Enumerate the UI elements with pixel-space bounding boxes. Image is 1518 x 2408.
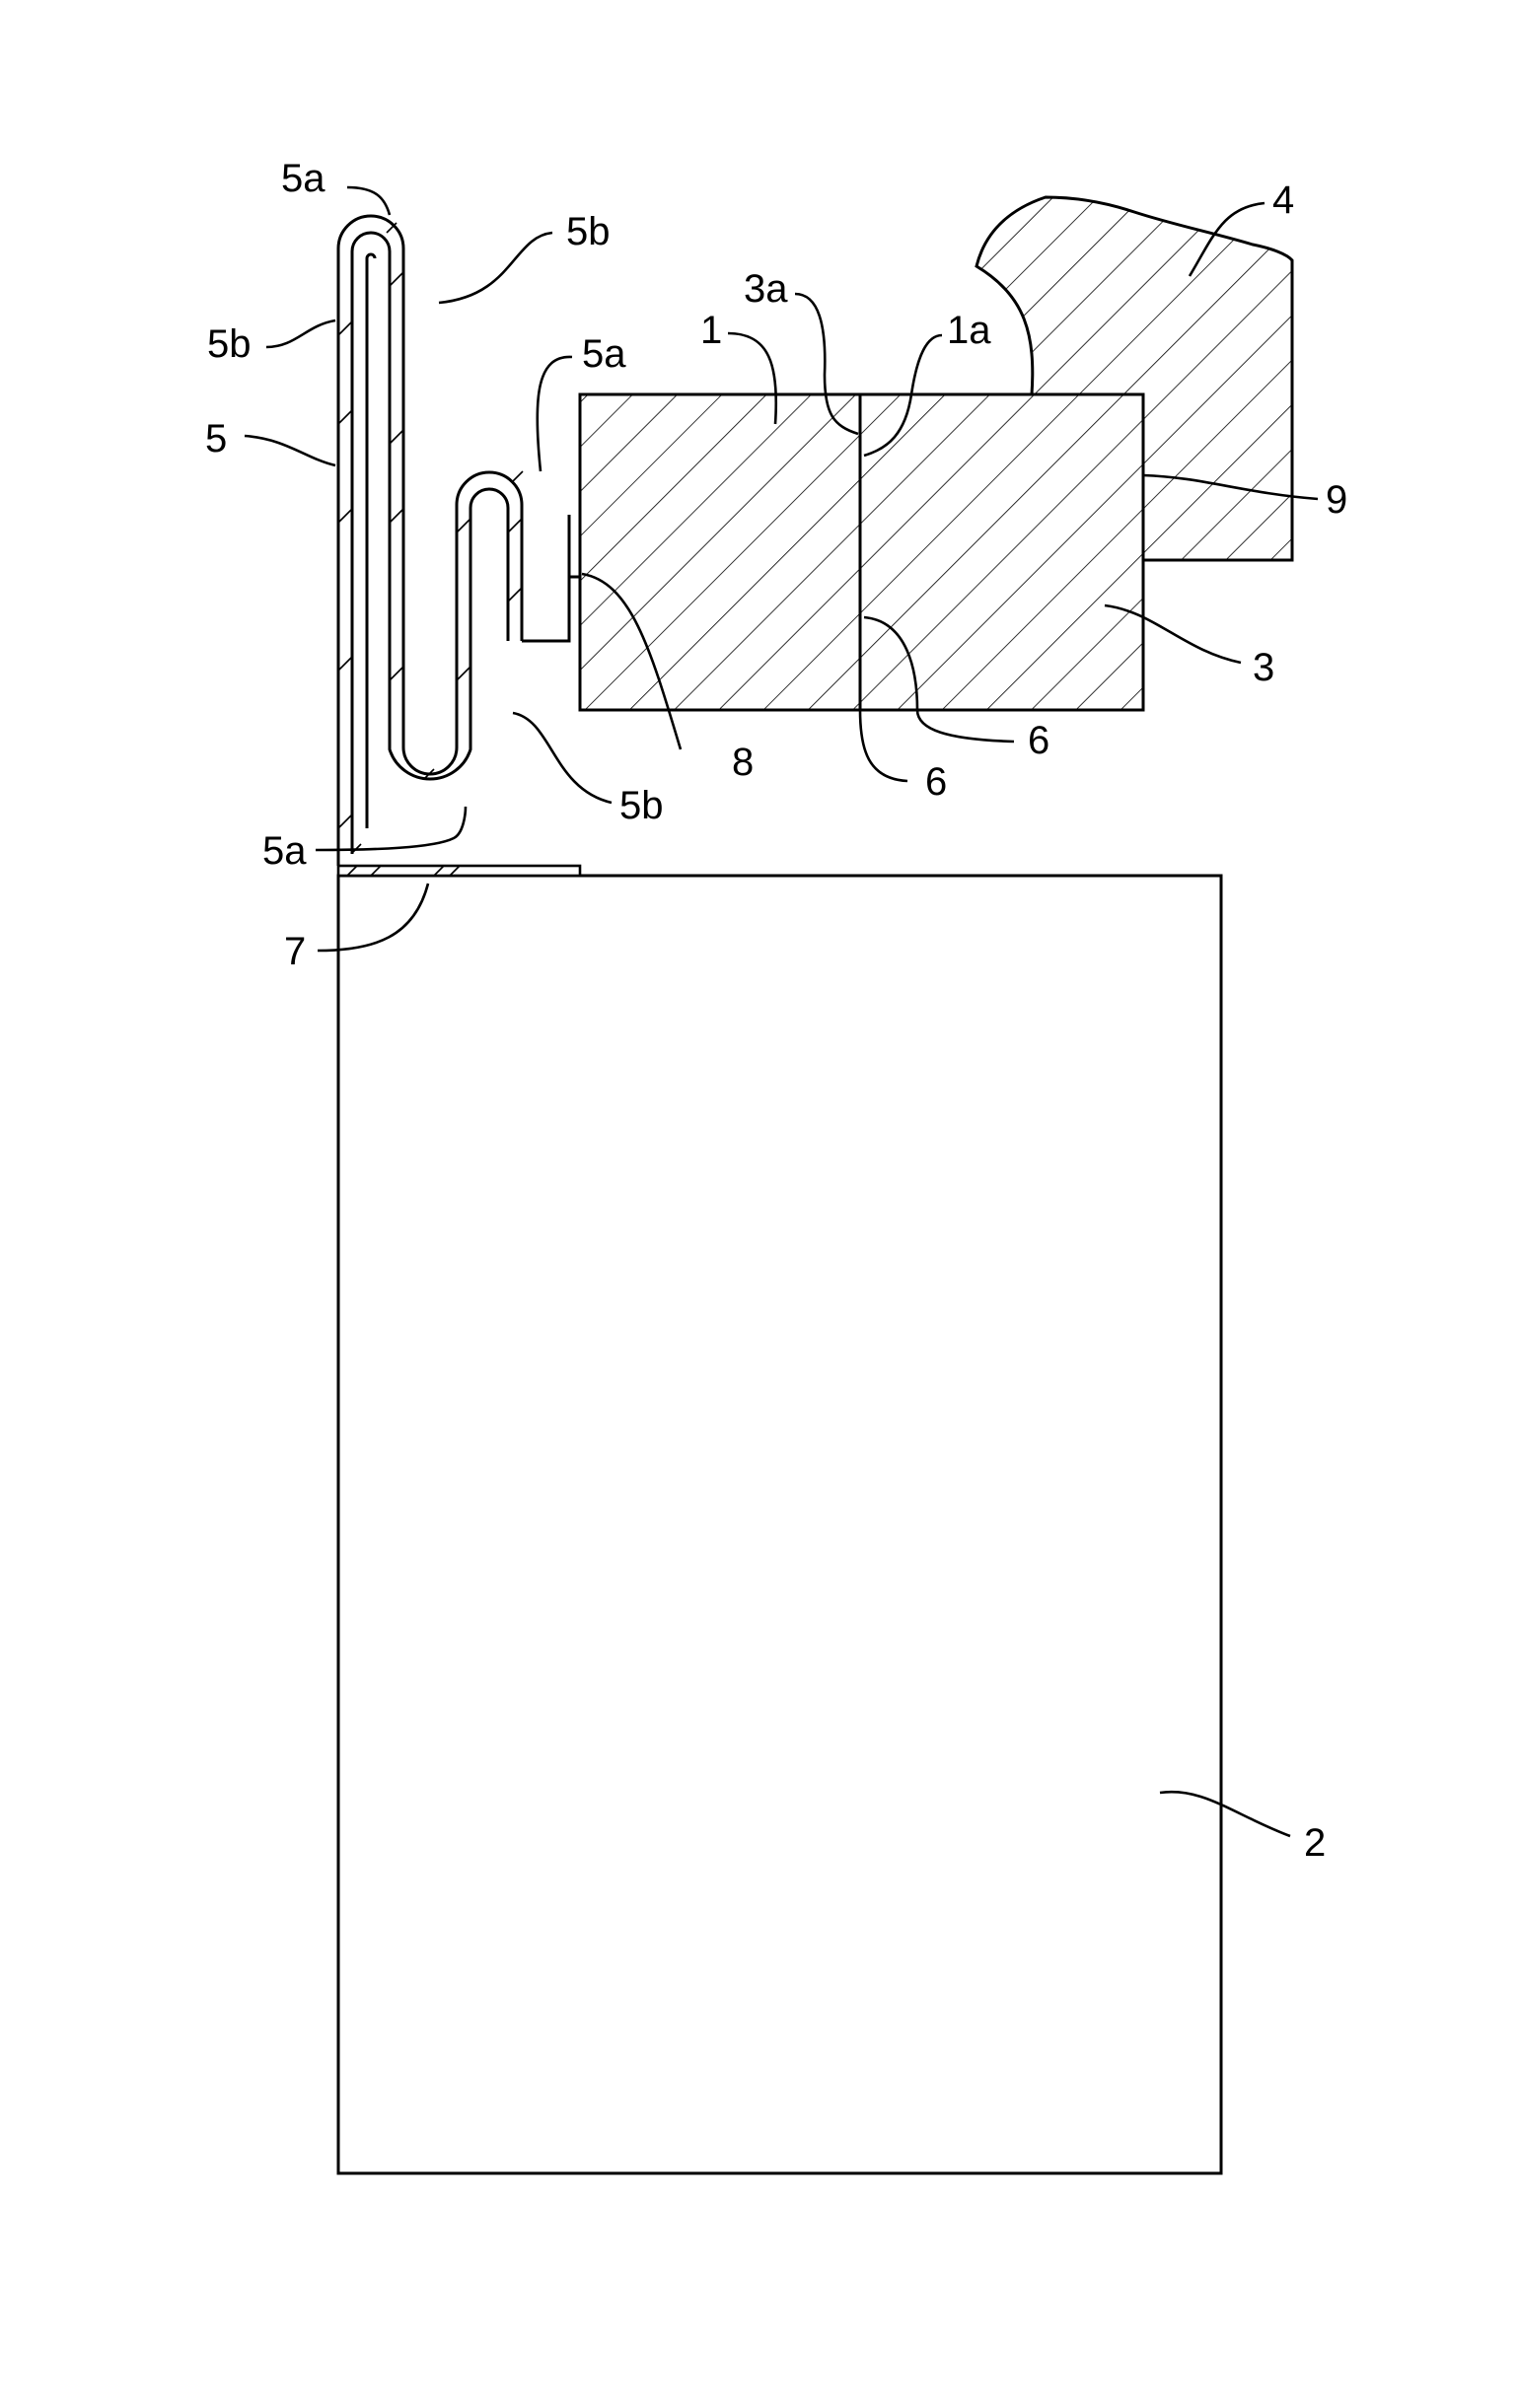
label-5a-bottom: 5a (262, 829, 307, 873)
label-1: 1 (700, 309, 722, 352)
label-9: 9 (1326, 478, 1347, 522)
label-5: 5 (205, 417, 227, 460)
label-5b-left: 5b (207, 322, 252, 366)
leader-5b-left (266, 320, 335, 347)
body-part-2 (338, 876, 1221, 2173)
block-part-3 (860, 394, 1143, 710)
label-1a: 1a (947, 309, 991, 352)
leader-6-bottom (860, 710, 907, 781)
leader-5a-mid (538, 357, 572, 471)
leader-7 (318, 884, 428, 951)
label-4: 4 (1272, 178, 1294, 222)
label-5b-bottom: 5b (619, 784, 664, 827)
label-7: 7 (284, 930, 306, 973)
leader-2 (1160, 1792, 1290, 1836)
strip-part-7 (338, 866, 580, 876)
label-3a: 3a (744, 267, 788, 311)
label-5a-mid: 5a (582, 332, 626, 376)
label-6-right: 6 (1028, 719, 1049, 762)
label-3: 3 (1253, 646, 1274, 689)
leader-5a-top (347, 187, 390, 215)
label-5a-top: 5a (281, 157, 325, 200)
label-8: 8 (732, 741, 754, 784)
leader-5 (245, 436, 335, 465)
label-2: 2 (1304, 1821, 1326, 1865)
label-6-bottom: 6 (925, 760, 947, 804)
leader-5b-top-right (439, 233, 552, 303)
leader-5b-bottom (513, 713, 612, 803)
label-5b-top-right: 5b (566, 210, 611, 253)
folded-tube-part-5 (338, 216, 580, 866)
block-part-1 (580, 394, 860, 710)
